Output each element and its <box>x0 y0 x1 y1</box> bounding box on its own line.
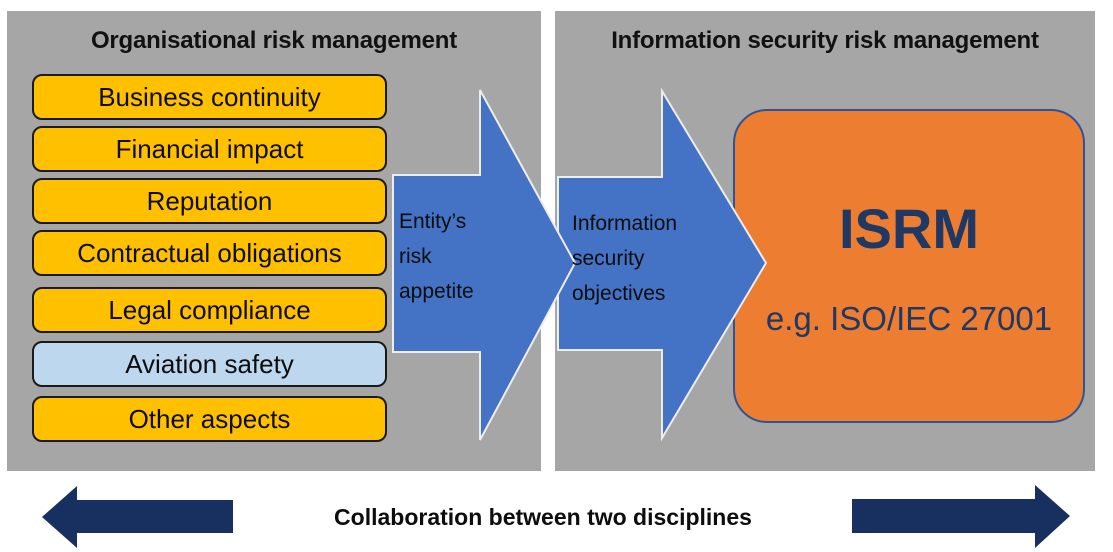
isrm-box-subtitle: e.g. ISO/IEC 27001 <box>765 300 1053 337</box>
isrm-box: ISRM e.g. ISO/IEC 27001 <box>733 109 1085 423</box>
risk-box-legal-compliance: Legal compliance <box>32 287 387 333</box>
collaboration-caption: Collaboration between two disciplines <box>334 504 752 530</box>
risk-box-aviation-safety: Aviation safety <box>32 341 387 387</box>
collaboration-right-arrow-icon <box>852 485 1070 548</box>
risk-box-other-aspects: Other aspects <box>32 396 387 442</box>
risk-box-reputation: Reputation <box>32 178 387 224</box>
isrm-box-title: ISRM <box>839 197 979 260</box>
risk-box-business-continuity: Business continuity <box>32 74 387 120</box>
collaboration-left-arrow-icon <box>42 486 233 548</box>
information-security-objectives-label: Information security objectives <box>572 212 678 305</box>
risk-box-contractual-obligations: Contractual obligations <box>32 230 387 276</box>
organisational-risk-title: Organisational risk management <box>90 27 458 54</box>
risk-box-financial-impact: Financial impact <box>32 126 387 172</box>
information-security-risk-title: Information security risk management <box>611 27 1039 54</box>
entity-risk-appetite-label: Entity’s risk appetite <box>399 210 474 303</box>
